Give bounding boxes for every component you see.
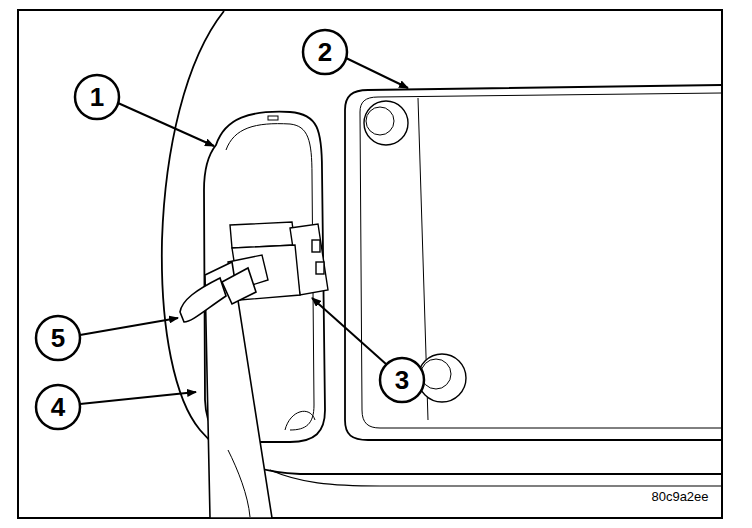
trim-panel-edge [270, 470, 721, 486]
trim-stick [180, 262, 272, 518]
callout-number: 1 [77, 82, 117, 112]
figure-code: 80c9a2ee [651, 489, 708, 505]
callout-number: 5 [38, 323, 78, 353]
callout-number: 3 [382, 365, 422, 395]
leader-line [80, 58, 408, 404]
frame [18, 10, 722, 518]
callout-number: 2 [305, 37, 345, 67]
callout-number: 4 [38, 392, 78, 422]
